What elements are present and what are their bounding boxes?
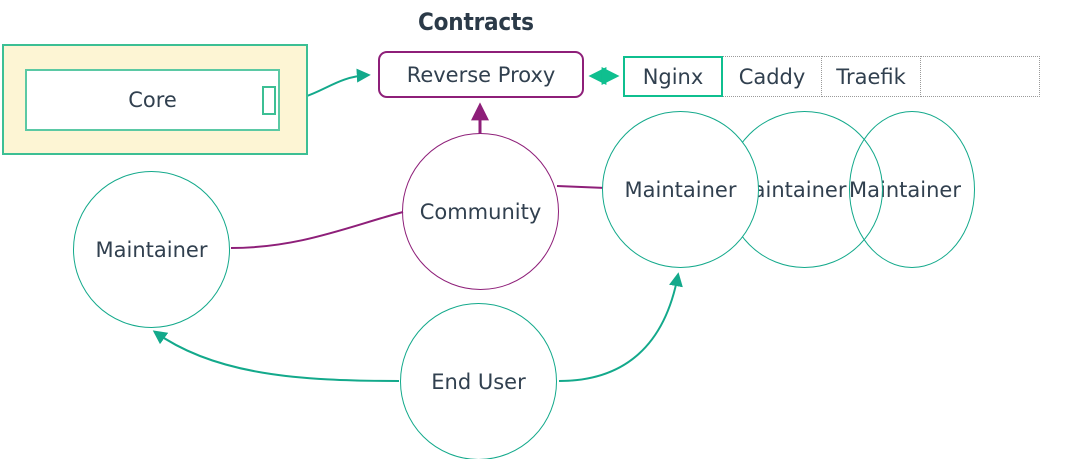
node-maintainer-right-1[interactable] (602, 111, 759, 268)
node-community[interactable] (402, 133, 559, 290)
edge-enduser-to-maintainer-right (558, 272, 683, 382)
node-core[interactable]: Core (25, 69, 280, 131)
node-maintainer-left[interactable] (73, 171, 230, 328)
node-maintainer-right-2[interactable] (740, 111, 883, 268)
group-title-contracts: Contracts (418, 8, 534, 36)
node-reverse-proxy[interactable]: Reverse Proxy (378, 51, 584, 98)
contract-option-nginx[interactable]: Nginx (623, 56, 723, 97)
contract-option-empty[interactable] (920, 56, 1040, 97)
contract-option-caddy[interactable]: Caddy (722, 56, 822, 97)
contract-option-traefik[interactable]: Traefik (821, 56, 921, 97)
node-end-user[interactable] (400, 303, 557, 459)
edge-enduser-to-maintainer-left (152, 330, 400, 382)
contracts-option-row: Nginx Caddy Traefik (623, 56, 1040, 97)
edge-community-maintainer-right (556, 185, 607, 189)
edge-maintainer-left-community (230, 211, 404, 249)
core-port-handle[interactable] (262, 86, 276, 115)
